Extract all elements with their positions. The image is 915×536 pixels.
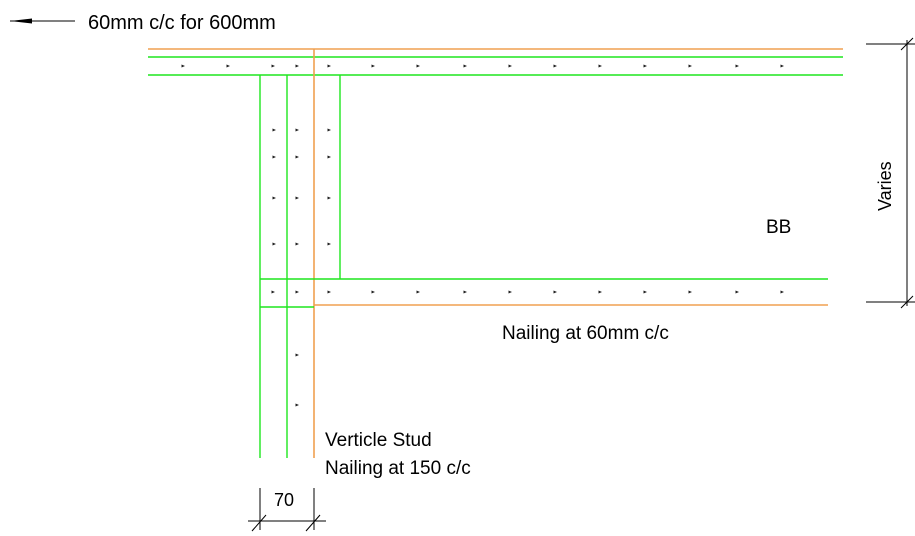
nail-mark	[598, 290, 602, 294]
nail-mark	[295, 196, 299, 200]
nail-mark	[371, 64, 375, 68]
nail-mark	[508, 64, 512, 68]
nail-mark	[780, 64, 784, 68]
nail-mark	[272, 242, 276, 246]
top-note: 60mm c/c for 600mm	[88, 12, 276, 34]
nail-mark	[295, 290, 299, 294]
nail-mark	[327, 155, 331, 159]
nail-mark	[295, 155, 299, 159]
nail-mark	[327, 64, 331, 68]
stud-nailing-note: Nailing at 150 c/c	[325, 458, 471, 479]
nail-mark	[226, 64, 230, 68]
bottom-plate	[260, 278, 828, 308]
nail-mark	[688, 290, 692, 294]
nailing-note: Nailing at 60mm c/c	[502, 323, 669, 344]
nail-mark	[327, 196, 331, 200]
nail-mark	[735, 64, 739, 68]
nail-mark	[643, 64, 647, 68]
nail-mark	[295, 64, 299, 68]
nail-mark	[327, 128, 331, 132]
nail-mark	[735, 290, 739, 294]
nail-mark	[327, 242, 331, 246]
nail-mark	[181, 64, 185, 68]
nail-mark	[598, 64, 602, 68]
stud-members	[259, 75, 341, 458]
width-dimension-label: 70	[274, 490, 294, 510]
nail-mark	[295, 242, 299, 246]
nail-mark	[271, 64, 275, 68]
nail-mark	[271, 290, 275, 294]
nail-mark	[272, 196, 276, 200]
nail-mark	[553, 290, 557, 294]
stud-title: Verticle Stud	[325, 430, 432, 451]
nail-mark	[295, 128, 299, 132]
height-dimension-label: Varies	[875, 161, 895, 211]
top-plate	[148, 56, 843, 76]
nail-mark	[272, 155, 276, 159]
nail-mark	[295, 403, 299, 407]
top-arrow	[10, 18, 75, 24]
nail-mark	[327, 290, 331, 294]
nail-mark	[371, 290, 375, 294]
nail-mark	[295, 353, 299, 357]
nail-mark	[508, 290, 512, 294]
width-dimension	[248, 488, 326, 532]
nail-mark	[416, 64, 420, 68]
nail-mark	[463, 64, 467, 68]
nail-mark	[272, 128, 276, 132]
nail-mark	[688, 64, 692, 68]
nail-marks	[181, 64, 784, 407]
nail-mark	[780, 290, 784, 294]
nail-mark	[643, 290, 647, 294]
height-dimension	[866, 37, 915, 309]
nail-mark	[463, 290, 467, 294]
nail-mark	[553, 64, 557, 68]
nail-mark	[416, 290, 420, 294]
region-label: BB	[766, 217, 791, 238]
